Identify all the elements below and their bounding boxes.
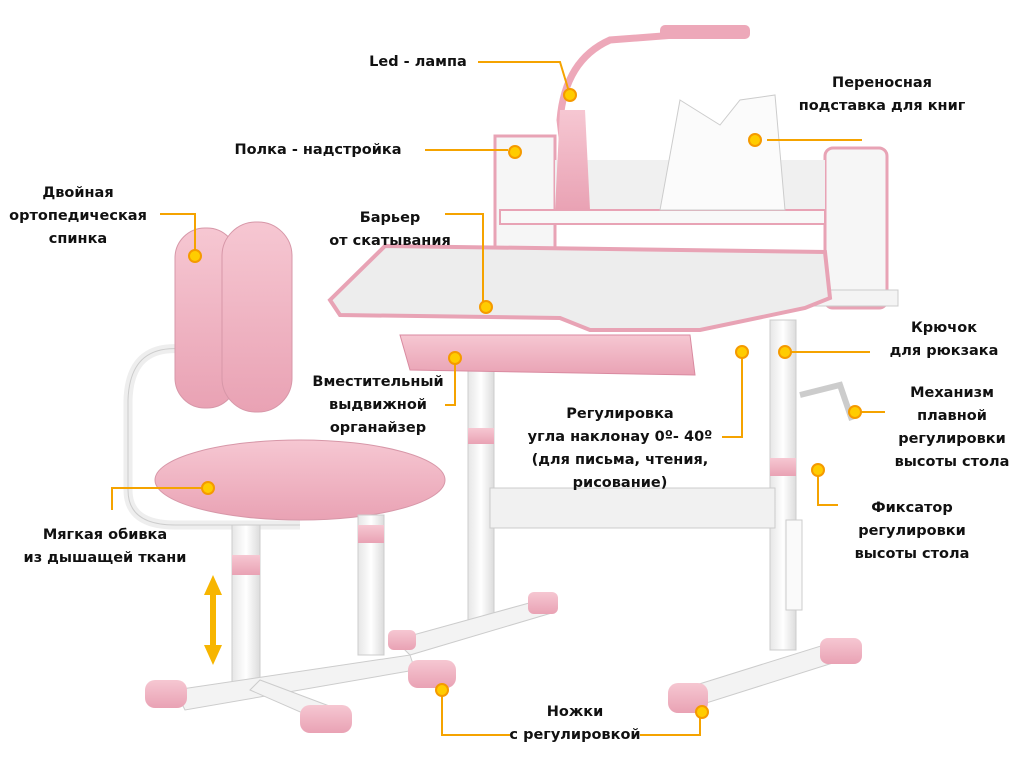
label-line: (для письма, чтения, bbox=[531, 452, 709, 468]
label-line: с регулировкой bbox=[509, 727, 641, 743]
label-line: рисование) bbox=[572, 475, 668, 491]
label-line: для рюкзака bbox=[889, 343, 999, 359]
label-feet: Ножки с регулировкой bbox=[509, 701, 640, 747]
label-line: ортопедическая bbox=[9, 208, 147, 224]
label-upholstery: Мягкая обивка из дышащей ткани bbox=[24, 524, 187, 570]
label-line: Барьер bbox=[359, 210, 421, 226]
label-line: Двойная bbox=[42, 185, 114, 201]
label-line: регулировки bbox=[858, 523, 966, 539]
label-line: Фиксатор bbox=[871, 500, 953, 516]
desk-top bbox=[327, 243, 833, 376]
book-stand bbox=[659, 94, 786, 211]
led-lamp bbox=[555, 25, 750, 210]
label-organizer: Вместительный выдвижной органайзер bbox=[312, 371, 443, 440]
label-shelf: Полка - надстройка bbox=[234, 139, 401, 162]
label-line: органайзер bbox=[329, 420, 427, 436]
label-line: Механизм bbox=[910, 385, 994, 401]
label-hook: Крючок для рюкзака bbox=[890, 317, 999, 363]
label-line: Мягкая обивка bbox=[42, 527, 168, 543]
label-line: Переносная bbox=[832, 75, 932, 91]
label-line: Полка - надстройка bbox=[234, 142, 402, 158]
label-lamp: Led - лампа bbox=[369, 51, 467, 74]
desk-frame bbox=[388, 319, 862, 713]
leader-lines bbox=[111, 61, 885, 736]
label-line: регулировки bbox=[898, 431, 1006, 447]
label-line: высоты стола bbox=[854, 546, 970, 562]
label-line: Крючок bbox=[910, 320, 978, 336]
label-line: плавной bbox=[917, 408, 987, 424]
label-barrier: Барьер от скатывания bbox=[329, 207, 451, 253]
label-book-stand: Переносная подставка для книг bbox=[799, 72, 966, 118]
callout-sun-dots bbox=[188, 88, 862, 719]
label-mechanism: Механизм плавной регулировки высоты стола bbox=[895, 382, 1010, 474]
label-line: высоты стола bbox=[894, 454, 1010, 470]
label-line: выдвижной bbox=[329, 397, 427, 413]
label-line: Ножки bbox=[546, 704, 604, 720]
label-line: от скатывания bbox=[329, 233, 451, 249]
label-line: спинка bbox=[48, 231, 108, 247]
height-adjust-arrow-icon bbox=[204, 575, 222, 665]
label-line: из дышащей ткани bbox=[23, 550, 187, 566]
chair bbox=[123, 221, 456, 733]
label-line: Led - лампа bbox=[369, 54, 467, 70]
label-backrest: Двойная ортопедическая спинка bbox=[9, 182, 147, 251]
label-line: угла наклонау 0º- 40º bbox=[527, 429, 713, 445]
label-tilt: Регулировка угла наклонау 0º- 40º (для пис… bbox=[528, 403, 713, 495]
label-line: подставка для книг bbox=[798, 98, 966, 114]
label-line: Регулировка bbox=[566, 406, 674, 422]
label-lock: Фиксатор регулировки высоты стола bbox=[855, 497, 970, 566]
label-line: Вместительный bbox=[312, 374, 444, 390]
